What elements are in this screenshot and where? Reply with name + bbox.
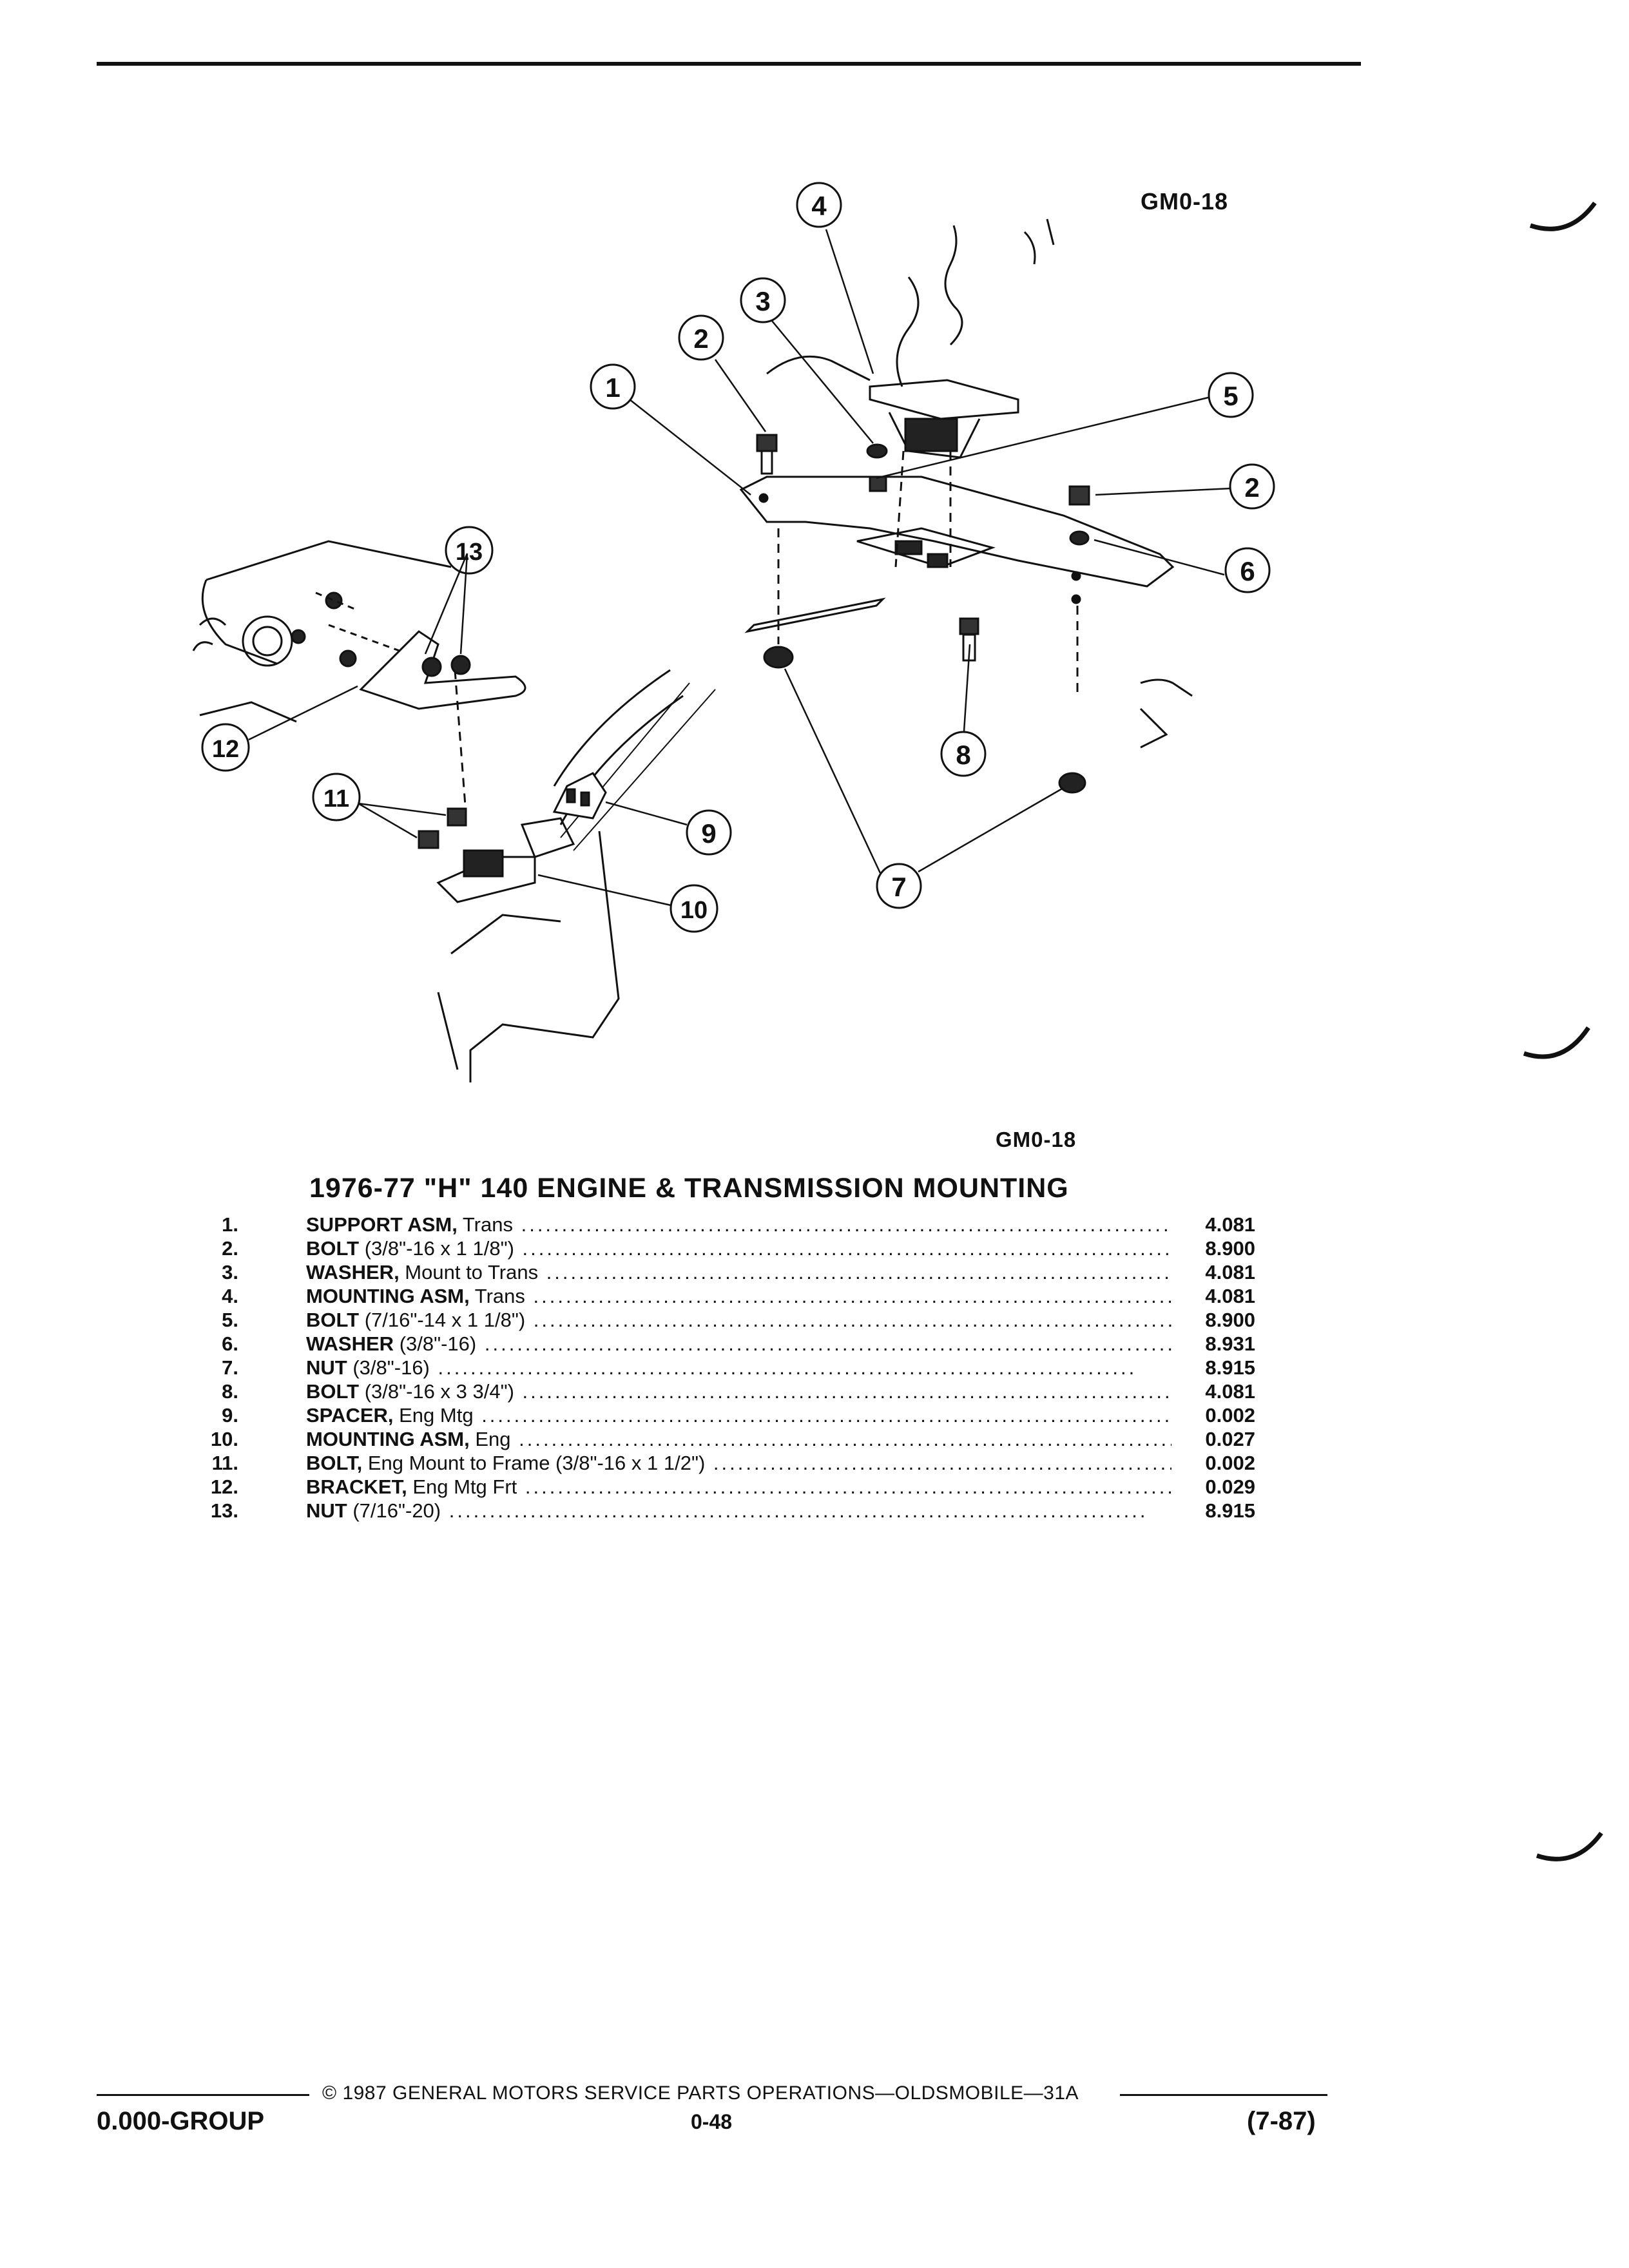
engine-block xyxy=(192,540,452,723)
leader-lines xyxy=(248,229,1231,907)
svg-text:8: 8 xyxy=(956,740,970,770)
exploded-view-illustration: 1 2 3 4 5 2 6 13 12 8 11 9 10 7 xyxy=(192,182,1275,1082)
engine-mounting-asm xyxy=(418,669,716,1082)
page-title: 1976-77 "H" 140 ENGINE & TRANSMISSION MO… xyxy=(309,1173,1069,1204)
callout-10: 10 xyxy=(670,884,718,933)
svg-text:3: 3 xyxy=(755,286,770,316)
svg-text:7: 7 xyxy=(891,872,906,902)
list-item: 13.NUT (7/16"-20) ......................… xyxy=(210,1499,1255,1523)
callout-2-right: 2 xyxy=(1229,463,1275,510)
figure-code-top: GM0-18 xyxy=(1141,188,1229,215)
callout-4: 4 xyxy=(796,182,842,228)
margin-mark-icon xyxy=(1523,1026,1590,1059)
margin-mark-icon xyxy=(1536,1831,1603,1861)
callout-1: 1 xyxy=(590,363,636,410)
figure-code-bottom: GM0-18 xyxy=(996,1128,1077,1151)
svg-text:5: 5 xyxy=(1223,381,1238,411)
parts-list: 1.SUPPORT ASM, Trans ...................… xyxy=(174,1213,1255,1523)
list-item: 10.MOUNTING ASM, Eng ...................… xyxy=(210,1427,1255,1451)
list-item: 4.MOUNTING ASM, Trans ..................… xyxy=(222,1284,1255,1308)
svg-text:1: 1 xyxy=(605,372,620,403)
svg-text:13: 13 xyxy=(456,539,483,566)
list-item: 7.NUT (3/8"-16) ........................… xyxy=(222,1356,1255,1379)
list-item: 3.WASHER, Mount to Trans ...............… xyxy=(222,1260,1255,1284)
callout-3: 3 xyxy=(740,277,786,323)
svg-text:4: 4 xyxy=(811,191,827,221)
callout-7: 7 xyxy=(876,863,922,909)
margin-mark-icon xyxy=(1529,201,1597,231)
callout-5: 5 xyxy=(1208,372,1254,418)
support-asm-plate xyxy=(739,476,1193,749)
list-item: 9.SPACER, Eng Mtg ......................… xyxy=(222,1403,1255,1427)
footer-rule-left xyxy=(97,2094,309,2096)
svg-text:2: 2 xyxy=(1244,472,1259,503)
list-item: 1.SUPPORT ASM, Trans ...................… xyxy=(222,1213,1255,1236)
footer-page-number: 0-48 xyxy=(691,2110,733,2133)
callout-2-upper: 2 xyxy=(678,314,724,361)
list-item: 12.BRACKET, Eng Mtg Frt ................… xyxy=(210,1475,1255,1499)
list-item: 5.BOLT (7/16"-14 x 1 1/8") .............… xyxy=(222,1308,1255,1332)
callout-8: 8 xyxy=(940,731,987,777)
upper-fasteners xyxy=(756,434,1090,794)
spacer xyxy=(552,772,607,820)
callout-11: 11 xyxy=(312,773,361,822)
list-item: 6.WASHER (3/8"-16) .....................… xyxy=(222,1332,1255,1356)
top-rule xyxy=(97,62,1361,66)
footer-group: 0.000-GROUP xyxy=(97,2107,265,2135)
footer-date: (7-87) xyxy=(1247,2107,1316,2135)
footer-copyright: © 1987 GENERAL MOTORS SERVICE PARTS OPER… xyxy=(322,2082,1079,2104)
list-item: 2.BOLT (3/8"-16 x 1 1/8") ..............… xyxy=(222,1236,1255,1260)
footer-rule-right xyxy=(1120,2094,1327,2096)
callout-12: 12 xyxy=(201,723,250,772)
svg-text:2: 2 xyxy=(693,323,708,354)
svg-text:11: 11 xyxy=(323,785,349,812)
list-item: 11.BOLT, Eng Mount to Frame (3/8"-16 x 1… xyxy=(211,1451,1255,1475)
engine-mount-bracket xyxy=(359,630,526,710)
transmission-outline xyxy=(766,218,1055,387)
callout-9: 9 xyxy=(686,809,732,856)
svg-text:10: 10 xyxy=(680,897,708,924)
list-item: 8.BOLT (3/8"-16 x 3 3/4") ..............… xyxy=(222,1379,1255,1403)
callout-13: 13 xyxy=(445,526,494,575)
alignment-lines xyxy=(454,450,1079,806)
callouts: 1 2 3 4 5 2 6 13 12 8 11 9 10 7 xyxy=(201,182,1275,933)
callout-6: 6 xyxy=(1224,547,1271,593)
svg-text:6: 6 xyxy=(1240,556,1255,586)
svg-text:12: 12 xyxy=(212,736,239,763)
trans-mounting-asm xyxy=(869,379,1019,459)
svg-text:9: 9 xyxy=(701,818,716,849)
